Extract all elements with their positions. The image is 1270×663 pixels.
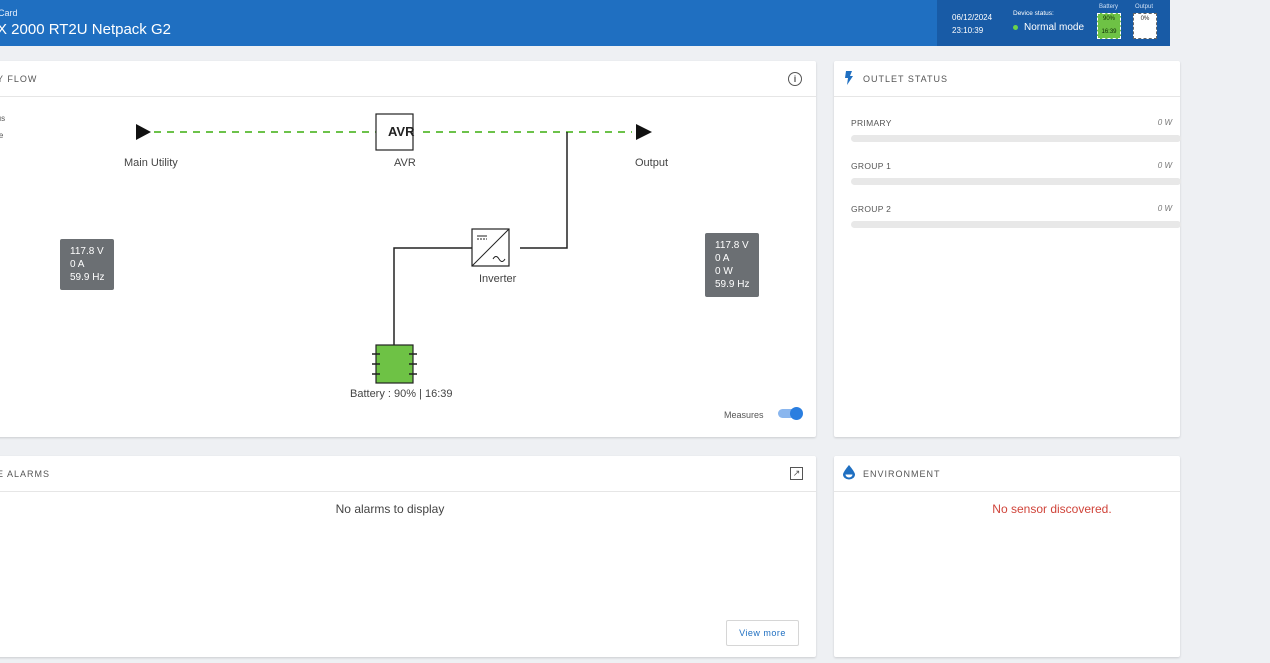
device-status: Normal mode (1013, 22, 1084, 33)
header-subtitle: Card (0, 8, 18, 18)
output-current: 0 A (715, 253, 730, 264)
no-sensor-message: No sensor discovered. (992, 502, 1112, 516)
header-time: 23:10:39 (952, 26, 984, 35)
energy-flow-header: Y FLOW i (0, 61, 816, 97)
wire-bypass-to-inverter (520, 132, 568, 249)
outlet-name: PRIMARY (851, 118, 892, 128)
lightning-icon (845, 71, 853, 85)
outlet-load-bar (851, 221, 1181, 228)
output-measure-box: 117.8 V 0 A 0 W 59.9 Hz (705, 233, 760, 297)
inverter-icon (471, 228, 510, 267)
header-status-panel: 06/12/2024 23:10:39 Device status: Norma… (937, 0, 1170, 46)
device-title: X 2000 RT2U Netpack G2 (0, 21, 171, 38)
environment-title: ENVIRONMENT (863, 469, 941, 479)
output-mini-label: Output (1135, 4, 1154, 10)
external-link-icon[interactable]: ↗ (790, 467, 803, 480)
outlet-name: GROUP 2 (851, 204, 892, 214)
measures-label: Measures (724, 410, 764, 420)
input-frequency: 59.9 Hz (70, 272, 105, 283)
outlet-value: 0 W (1157, 118, 1172, 127)
outlet-status-card: OUTLET STATUS PRIMARY 0 W GROUP 1 0 W GR… (834, 61, 1181, 437)
output-voltage: 117.8 V (715, 240, 749, 251)
info-icon[interactable]: i (788, 72, 802, 86)
battery-mini-percent: 90% (1102, 16, 1115, 22)
legend-mode: ode (0, 131, 4, 140)
output-frequency: 59.9 Hz (715, 279, 750, 290)
output-arrow-icon (636, 124, 652, 140)
environment-card: ENVIRONMENT No sensor discovered. (834, 456, 1180, 657)
output-power: 0 W (715, 266, 733, 277)
avr-box-text: AVR (388, 124, 415, 139)
input-voltage: 117.8 V (70, 246, 104, 257)
alarms-title: E ALARMS (0, 469, 51, 479)
outlet-status-header: OUTLET STATUS (834, 61, 1180, 97)
battery-mini-icon[interactable]: 90% 16:39 (1097, 13, 1121, 39)
output-mini-percent: 0% (1140, 16, 1150, 22)
main-utility-label: Main Utility (124, 157, 178, 169)
environment-header: ENVIRONMENT (834, 456, 1180, 492)
outlet-name: GROUP 1 (851, 161, 892, 171)
battery-icon (372, 344, 417, 384)
play-arrow-icon (136, 124, 151, 140)
header-datetime: 06/12/2024 23:10:39 (952, 11, 992, 37)
avr-label: AVR (394, 157, 416, 169)
avr-icon (375, 113, 414, 151)
alarms-card: E ALARMS ↗ No alarms to display View mor… (0, 456, 816, 657)
battery-mini-time: 16:39 (1101, 29, 1117, 35)
input-current: 0 A (70, 259, 85, 270)
energy-flow-title: Y FLOW (0, 74, 38, 84)
view-more-button[interactable]: View more (726, 620, 799, 646)
outlet-value: 0 W (1157, 161, 1172, 170)
outlet-status-title: OUTLET STATUS (863, 74, 949, 84)
header-date: 06/12/2024 (952, 13, 993, 22)
input-measure-box: 117.8 V 0 A 59.9 Hz (60, 239, 115, 290)
inverter-label: Inverter (479, 273, 517, 285)
battery-mini-label: Battery (1099, 4, 1119, 10)
device-status-label: Device status: (1013, 10, 1054, 17)
outlet-load-bar (851, 178, 1181, 185)
energy-flow-diagram (136, 113, 652, 384)
wire-inverter-to-battery (393, 247, 482, 345)
app-header: Card X 2000 RT2U Netpack G2 06/12/2024 2… (0, 0, 1170, 46)
water-drop-icon (843, 465, 855, 480)
legend-status: atus (0, 114, 6, 123)
output-mini-icon[interactable]: 0% (1133, 13, 1157, 39)
outlet-value: 0 W (1157, 204, 1172, 213)
no-alarms-message: No alarms to display (335, 502, 445, 516)
battery-label: Battery : 90% | 16:39 (350, 388, 453, 400)
measures-toggle[interactable] (776, 407, 803, 420)
alarms-header: E ALARMS ↗ (0, 456, 816, 492)
outlet-load-bar (851, 135, 1181, 142)
device-status-text: Normal mode (1024, 22, 1085, 33)
energy-flow-card: Y FLOW i atus ode (0, 61, 816, 437)
status-dot-icon (1013, 24, 1018, 30)
toggle-track (778, 409, 800, 418)
output-label: Output (635, 157, 669, 169)
toggle-knob (790, 407, 803, 420)
